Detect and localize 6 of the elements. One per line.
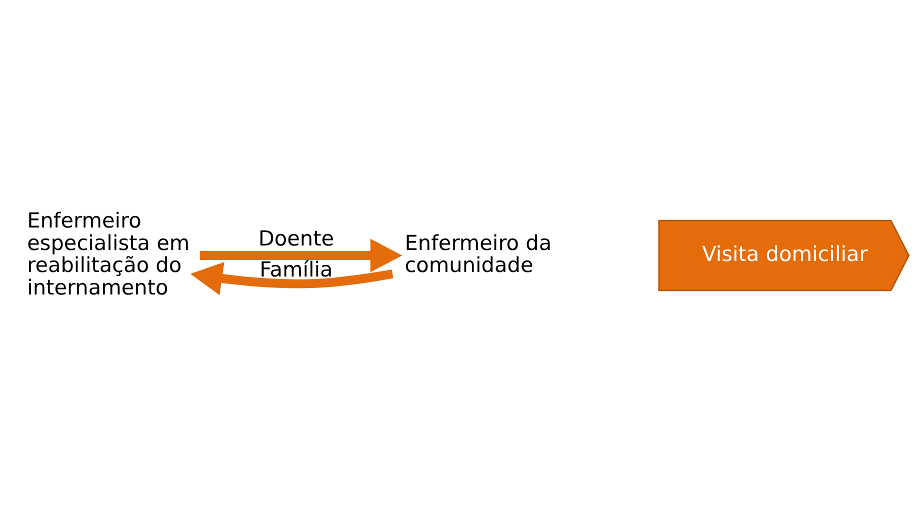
arrow [190, 262, 394, 296]
arrow [200, 238, 402, 272]
edge-label: Família [260, 258, 333, 282]
node-text: Enfermeiro da comunidade [404, 230, 552, 278]
node-text: Enfermeiro especialista em reabilitação do internamento [27, 208, 190, 300]
edge-label: Doente [258, 226, 334, 250]
